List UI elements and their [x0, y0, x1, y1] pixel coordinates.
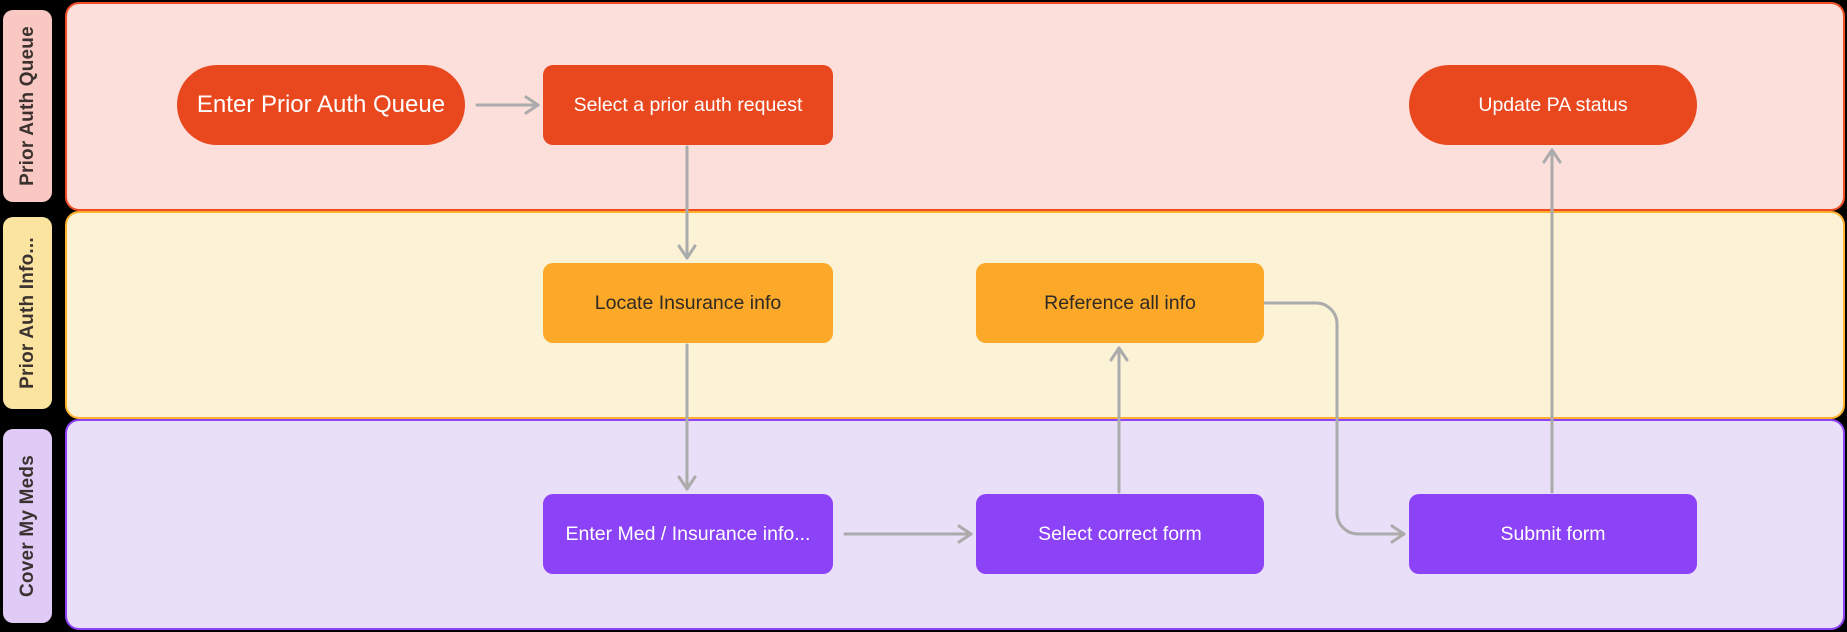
node-select-prior-auth-request[interactable]: Select a prior auth request: [543, 65, 833, 145]
lane-tab-prior-auth-info: Prior Auth Info...: [3, 217, 52, 409]
node-select-correct-form[interactable]: Select correct form: [976, 494, 1264, 574]
node-label: Update PA status: [1478, 93, 1628, 116]
node-reference-all-info[interactable]: Reference all info: [976, 263, 1264, 343]
lane-tab-cover-my-meds: Cover My Meds: [3, 429, 52, 623]
lane-tab-prior-auth-queue: Prior Auth Queue: [3, 10, 52, 202]
node-label: Submit form: [1500, 522, 1606, 545]
node-label: Select a prior auth request: [573, 93, 803, 116]
lane-prior-auth-info: [65, 211, 1845, 419]
node-update-pa-status[interactable]: Update PA status: [1409, 65, 1697, 145]
node-label: Locate Insurance info: [594, 291, 782, 314]
node-label: Select correct form: [1038, 522, 1202, 545]
node-enter-prior-auth-queue[interactable]: Enter Prior Auth Queue: [177, 65, 465, 145]
node-submit-form[interactable]: Submit form: [1409, 494, 1697, 574]
node-locate-insurance-info[interactable]: Locate Insurance info: [543, 263, 833, 343]
node-label: Reference all info: [1044, 291, 1196, 314]
lane-label: Prior Auth Info...: [16, 237, 38, 389]
node-label: Enter Med / Insurance info...: [565, 522, 811, 545]
lane-label: Prior Auth Queue: [16, 26, 38, 186]
lane-label: Cover My Meds: [16, 455, 38, 597]
node-label: Enter Prior Auth Queue: [196, 91, 446, 118]
node-enter-med-insurance-info[interactable]: Enter Med / Insurance info...: [543, 494, 833, 574]
